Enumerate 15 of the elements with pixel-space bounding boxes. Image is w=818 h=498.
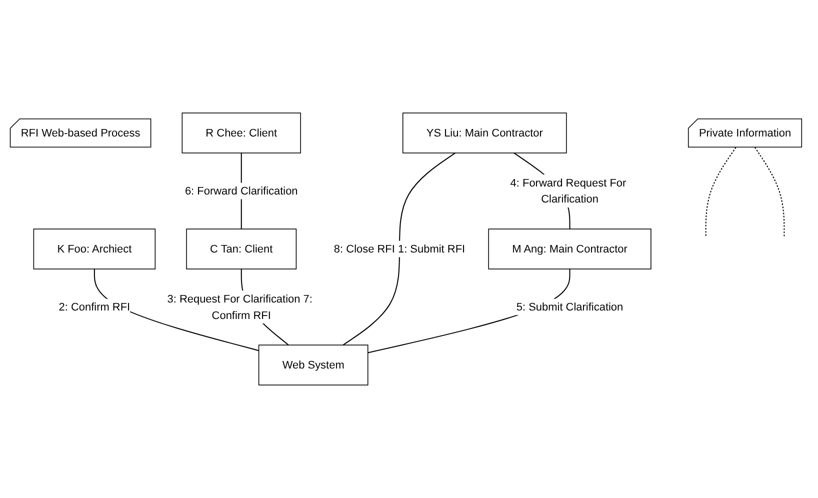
node-box: Web System: [258, 344, 368, 386]
connector: [705, 147, 736, 238]
edge-label: 6: Forward Clarification: [184, 184, 298, 197]
edge-label: 4: Forward Request For Clarification: [510, 176, 626, 206]
connector: [342, 152, 456, 346]
edge-label: 2: Confirm RFI: [58, 300, 130, 313]
node-box: M Ang: Main Contractor: [488, 228, 652, 270]
edge-label: 3: Request For Clarification 7: Confirm RFI: [167, 292, 312, 322]
node-box: R Chee: Client: [182, 112, 301, 154]
connector: [754, 147, 785, 238]
node-box: K Foo: Archiect: [33, 228, 156, 270]
node-box: YS Liu: Main Contractor: [402, 112, 567, 154]
edge-label: 8: Close RFI 1: Submit RFI: [334, 242, 466, 255]
edge-label: 5: Submit Clarification: [516, 300, 624, 313]
node-box: C Tan: Client: [186, 228, 297, 270]
